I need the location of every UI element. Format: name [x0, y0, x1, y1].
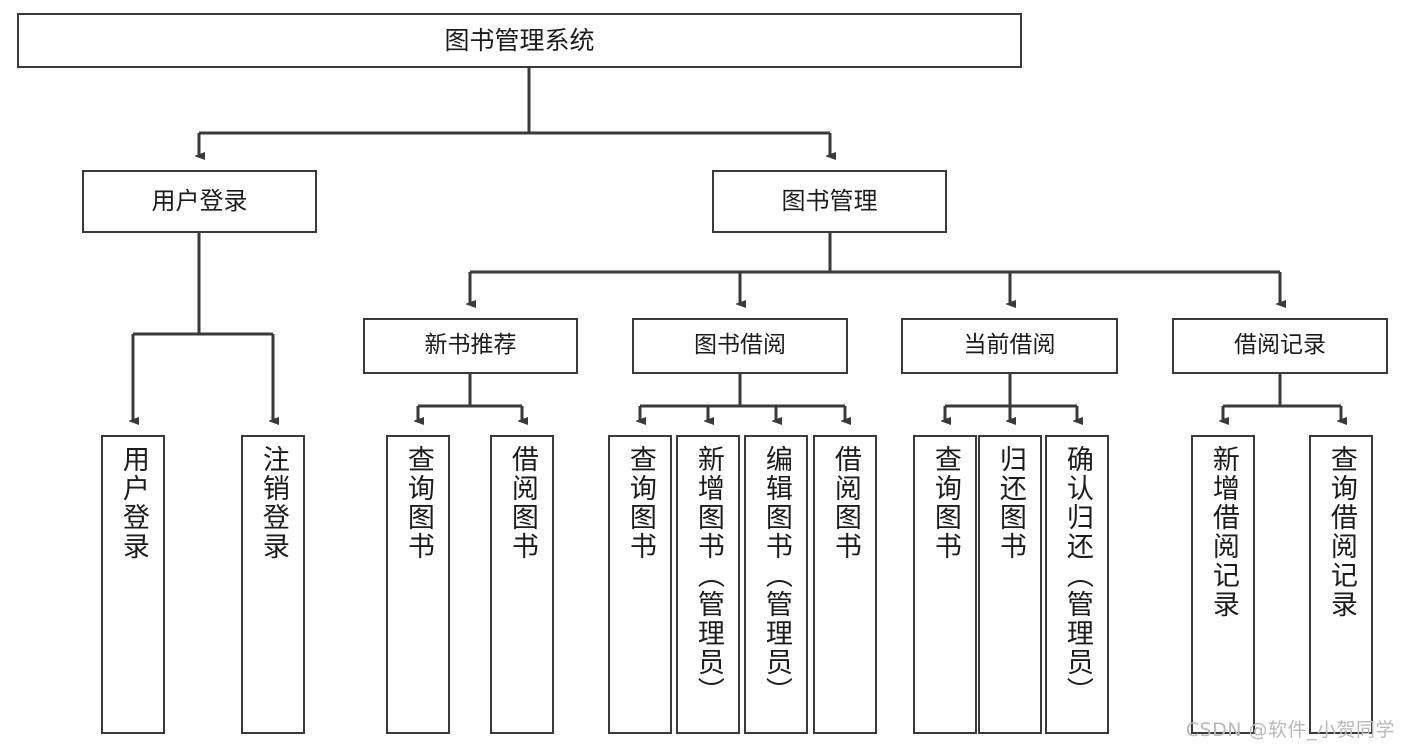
leaf-book-borrow-query[interactable]: 查询图书 [608, 435, 672, 734]
node-label: 查询图书 [402, 445, 434, 561]
node-label: 借阅记录 [1234, 332, 1326, 359]
node-user-login[interactable]: 用户登录 [82, 170, 317, 233]
node-label: 用户登录 [117, 445, 149, 561]
node-book-borrow[interactable]: 图书借阅 [632, 318, 848, 374]
leaf-book-borrow-action[interactable]: 借阅图书 [813, 435, 877, 734]
node-new-book-recommend[interactable]: 新书推荐 [363, 318, 578, 374]
node-label: 借阅图书 [829, 445, 861, 561]
node-label: 用户登录 [151, 187, 248, 216]
leaf-book-edit-admin[interactable]: 编辑图书（管理员） [744, 435, 808, 734]
node-label: 查询图书 [929, 445, 961, 561]
leaf-user-login[interactable]: 用户登录 [101, 435, 165, 734]
node-label: 当前借阅 [963, 332, 1056, 359]
node-label: 查询图书 [624, 445, 656, 561]
node-label: 编辑图书（管理员） [760, 445, 792, 706]
node-label: 新书推荐 [424, 332, 517, 359]
leaf-new-book-query[interactable]: 查询图书 [386, 435, 450, 734]
watermark-text: CSDN @软件_小贺同学 [1185, 719, 1395, 741]
node-root-system[interactable]: 图书管理系统 [17, 13, 1022, 68]
node-label: 图书借阅 [694, 332, 786, 359]
leaf-logout[interactable]: 注销登录 [241, 435, 305, 734]
leaf-query-borrow-record[interactable]: 查询借阅记录 [1309, 435, 1373, 734]
node-label: 查询借阅记录 [1325, 445, 1357, 619]
node-label: 归还图书 [994, 445, 1026, 561]
leaf-current-query[interactable]: 查询图书 [913, 435, 977, 734]
node-label: 图书管理系统 [444, 25, 595, 55]
node-label: 新增借阅记录 [1207, 445, 1239, 619]
node-label: 图书管理 [781, 187, 878, 216]
node-book-manage[interactable]: 图书管理 [712, 170, 947, 233]
leaf-book-add-admin[interactable]: 新增图书（管理员） [676, 435, 740, 734]
node-label: 确认归还（管理员） [1061, 445, 1093, 706]
node-label: 借阅图书 [506, 445, 538, 561]
node-label: 注销登录 [257, 445, 289, 561]
leaf-add-borrow-record[interactable]: 新增借阅记录 [1191, 435, 1255, 734]
node-label: 新增图书（管理员） [692, 445, 724, 706]
node-current-borrow[interactable]: 当前借阅 [901, 318, 1118, 374]
node-borrow-record[interactable]: 借阅记录 [1172, 318, 1388, 374]
leaf-confirm-return-admin[interactable]: 确认归还（管理员） [1045, 435, 1109, 734]
leaf-return-book[interactable]: 归还图书 [978, 435, 1042, 734]
leaf-new-book-borrow[interactable]: 借阅图书 [490, 435, 554, 734]
